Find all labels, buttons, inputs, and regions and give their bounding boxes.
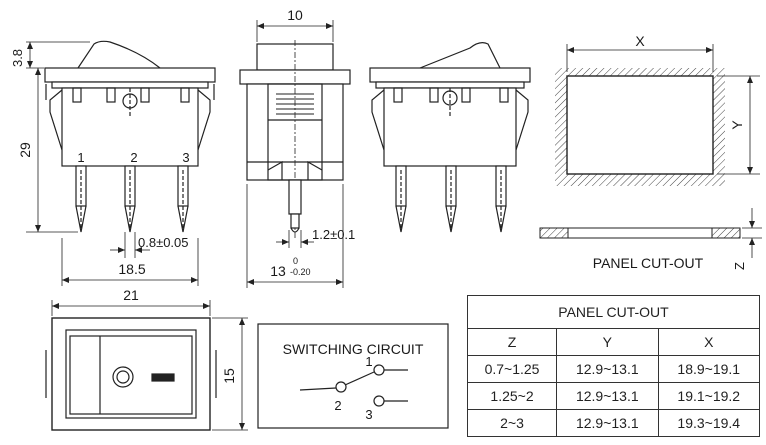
dim-21: 21	[123, 287, 139, 303]
dimension-labels: 3.8 29 10 0.8±0.05 18.5 1.2±0.1 13 0 -0.…	[10, 7, 355, 384]
circuit-title: SWITCHING CIRCUIT	[283, 341, 424, 357]
table-header-x: X	[657, 328, 761, 356]
table-cell: 2~3	[466, 409, 558, 437]
dim-29: 29	[17, 142, 33, 158]
panel-x-label: X	[635, 33, 645, 49]
dim-18-5: 18.5	[118, 261, 145, 277]
circuit-node-2: 2	[334, 398, 341, 413]
pin-label-2: 2	[130, 150, 137, 165]
panel-labels: X Y Z PANEL CUT-OUT	[593, 33, 747, 271]
pin-label-3: 3	[182, 150, 189, 165]
table-header-y: Y	[556, 328, 659, 356]
table-row: 2~3 12.9~13.1 19.3~19.4	[466, 409, 761, 437]
dim-15: 15	[221, 368, 237, 384]
table-row: 0.7~1.25 12.9~13.1 18.9~19.1	[466, 355, 761, 383]
table-cell: 18.9~19.1	[657, 355, 761, 383]
side-view	[26, 40, 216, 286]
table-row: 1.25~2 12.9~13.1 19.1~19.2	[466, 382, 761, 410]
circuit-node-3: 3	[365, 407, 372, 422]
table-cell: 19.3~19.4	[657, 409, 761, 437]
table-cell: 12.9~13.1	[556, 409, 659, 437]
circuit-labels: SWITCHING CIRCUIT 1 2 3	[283, 341, 424, 422]
side-view-alternate	[369, 42, 531, 233]
front-view	[239, 20, 351, 288]
dim-13-tol-lower: -0.20	[290, 267, 311, 277]
panel-y-label: Y	[729, 120, 745, 130]
dim-0-8: 0.8±0.05	[138, 235, 189, 250]
panel-cutout-table: PANEL CUT-OUT Z Y X 0.7~1.25 12.9~13.1 1…	[466, 295, 761, 437]
circuit-node-1: 1	[365, 354, 372, 369]
dim-1-2: 1.2±0.1	[312, 227, 355, 242]
panel-caption: PANEL CUT-OUT	[593, 255, 704, 271]
table-header-z: Z	[466, 328, 558, 356]
pin-labels: 1 2 3	[77, 150, 189, 165]
table-cell: 12.9~13.1	[556, 382, 659, 410]
dim-10: 10	[287, 7, 303, 23]
dim-3-8: 3.8	[10, 49, 25, 67]
top-view	[45, 300, 248, 431]
table-title: PANEL CUT-OUT	[467, 295, 760, 329]
panel-cutout-view	[539, 44, 762, 258]
table-cell: 1.25~2	[466, 382, 558, 410]
switching-circuit	[257, 323, 449, 429]
panel-z-label: Z	[732, 262, 747, 270]
table-cell: 19.1~19.2	[657, 382, 761, 410]
pin-label-1: 1	[77, 150, 84, 165]
dim-13: 13	[270, 263, 286, 279]
table-cell: 0.7~1.25	[466, 355, 558, 383]
dim-13-tol-upper: 0	[293, 256, 298, 266]
table-cell: 12.9~13.1	[556, 355, 659, 383]
